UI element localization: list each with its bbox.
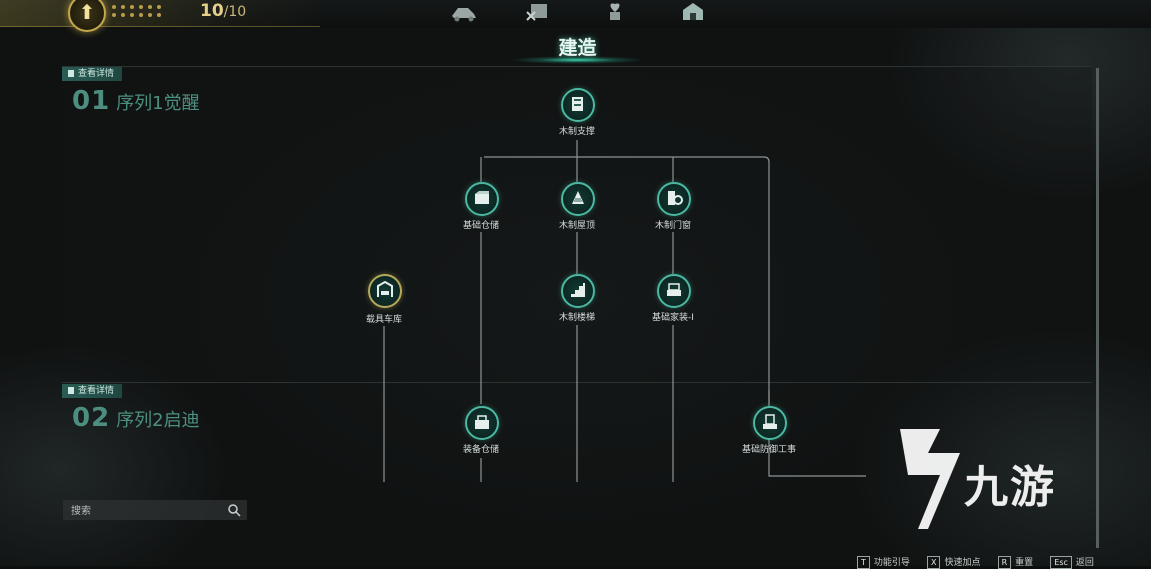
view-details-label: 查看详情 [78, 386, 115, 396]
view-details-label: 查看详情 [78, 69, 115, 79]
section-name: 序列2启迪 [116, 410, 200, 431]
support-icon [572, 97, 583, 111]
hint-label: 返回 [1075, 558, 1094, 568]
tree-node-wood-stairs[interactable]: 木制楼梯 [532, 274, 622, 334]
storage-box-icon [475, 191, 489, 204]
view-details-button[interactable]: 查看详情 [62, 384, 123, 398]
node-ring [657, 182, 691, 216]
view-details-button[interactable]: 查看详情 [62, 67, 123, 81]
plant-tab-icon[interactable] [600, 0, 632, 22]
watermark: 九游 [878, 423, 1118, 533]
tree-node-wood-door-window[interactable]: 木制门窗 [628, 182, 718, 242]
node-label: 木制屋顶 [558, 221, 595, 231]
watermark-text: 九游 [964, 462, 1056, 513]
document-icon [68, 70, 74, 77]
node-ring [368, 274, 402, 308]
section-name: 序列1觉醒 [116, 93, 200, 114]
node-ring [657, 274, 691, 308]
node-label: 木制支撑 [558, 127, 595, 137]
search-box [63, 500, 247, 520]
hint-label: 重置 [1015, 558, 1034, 568]
node-label: 木制门窗 [654, 221, 691, 231]
jiuyou-logo-icon [900, 429, 960, 529]
points-current: 10 [200, 1, 224, 21]
points-max: /10 [223, 4, 247, 20]
roof-icon [572, 191, 584, 204]
hint-key: R [997, 556, 1012, 569]
tree-node-wood-roof[interactable]: 木制屋顶 [532, 182, 622, 242]
document-icon [68, 387, 74, 394]
hint-key: Esc [1050, 556, 1072, 569]
node-ring [465, 182, 499, 216]
tree-node-basic-furniture[interactable]: 基础家装-Ⅰ [628, 274, 718, 334]
page-title: 建造 [558, 37, 597, 59]
scrollbar[interactable] [1096, 68, 1099, 548]
stairs-icon [571, 283, 585, 297]
node-label: 基础家装-Ⅰ [652, 313, 694, 323]
defense-icon [763, 414, 777, 429]
arrow-up-icon[interactable]: ⬆ [68, 0, 106, 32]
search-icon[interactable] [227, 503, 241, 517]
page-title-tab: 建造 [510, 28, 645, 64]
points-counter: 10/10 [200, 1, 246, 21]
point-dots [112, 3, 168, 19]
scrollbar-thumb[interactable] [1096, 68, 1099, 548]
title-underline [510, 56, 645, 64]
furniture-icon [667, 283, 681, 296]
garage-icon [377, 281, 393, 297]
hint-key: X [927, 556, 941, 569]
node-ring [465, 406, 499, 440]
hint-key: T [857, 556, 870, 569]
node-label: 载具车库 [365, 315, 402, 325]
tree-node-wood-support[interactable]: 木制支撑 [532, 88, 622, 148]
tree-node-basic-defense[interactable]: 基础防御工事 [724, 406, 814, 466]
door-icon [668, 191, 683, 205]
hint-label: 快速加点 [944, 558, 981, 568]
node-label: 装备仓储 [462, 445, 499, 455]
section-divider [62, 66, 1092, 67]
tree-node-vehicle-garage[interactable]: 载具车库 [339, 274, 429, 334]
section-number: 02 [72, 403, 111, 433]
hint-label: 功能引导 [873, 558, 910, 568]
node-ring [561, 88, 595, 122]
building-tab-icon[interactable] [677, 0, 709, 22]
node-label: 基础仓储 [462, 221, 499, 231]
node-ring [561, 274, 595, 308]
tree-node-basic-storage[interactable]: 基础仓储 [436, 182, 526, 242]
equipment-storage-icon [475, 415, 489, 429]
section-number: 01 [72, 86, 111, 116]
tree-node-equipment-storage[interactable]: 装备仓储 [436, 406, 526, 466]
search-input[interactable] [69, 502, 223, 520]
top-bar: ⬆ 10/10 [0, 0, 1151, 32]
vehicle-tab-icon[interactable] [448, 0, 480, 22]
node-label: 基础防御工事 [741, 445, 796, 455]
node-ring [753, 406, 787, 440]
node-label: 木制楼梯 [558, 313, 595, 323]
node-ring [561, 182, 595, 216]
crafting-tab-icon[interactable] [524, 0, 556, 22]
